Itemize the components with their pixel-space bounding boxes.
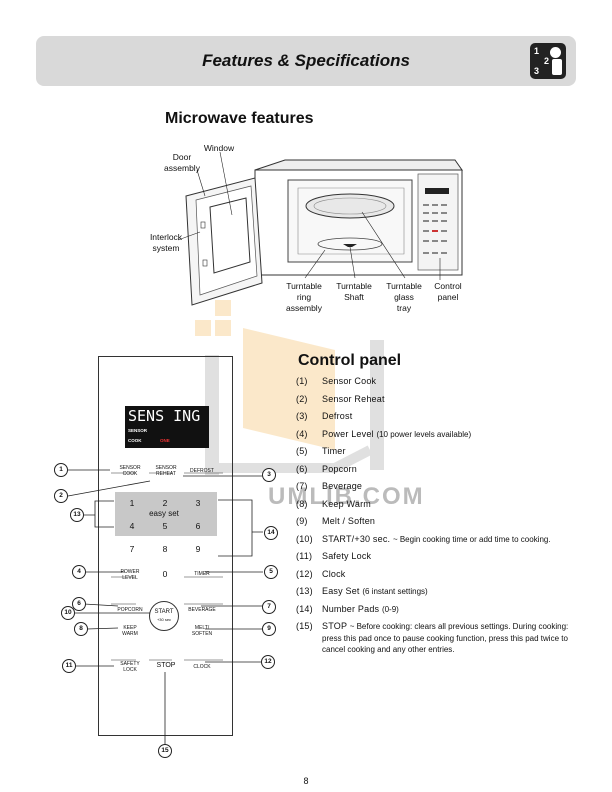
callout-1: 1	[54, 463, 68, 477]
list-item: (13)Easy Set (6 instant settings)	[296, 586, 428, 596]
steps-logo-icon: 1 2 3	[530, 43, 566, 79]
defrost-button[interactable]: DEFROST	[190, 468, 214, 474]
display-text: SENS ING	[128, 407, 201, 425]
keep-warm-button[interactable]: KEEP WARM	[122, 625, 138, 637]
number-pad-4[interactable]: 4	[129, 521, 135, 531]
callout-10: 10	[61, 606, 75, 620]
list-item: (3)Defrost	[296, 411, 353, 421]
melt-soften-button[interactable]: MELT/ SOFTEN	[191, 625, 213, 637]
label-door-assembly: Door assembly	[164, 152, 200, 173]
list-item: (6)Popcorn	[296, 463, 357, 474]
beverage-button[interactable]: BEVERAGE	[188, 607, 216, 613]
list-item: (5)Timer	[296, 446, 346, 456]
page-header: Features & Specifications 1 2 3	[36, 36, 576, 86]
list-item: (1)Sensor Cook	[296, 376, 377, 386]
page-title: Features & Specifications	[202, 51, 410, 70]
number-pad-8[interactable]: 8	[162, 544, 168, 554]
callout-5: 5	[264, 565, 278, 579]
number-pad-9[interactable]: 9	[195, 544, 201, 554]
display-screen: SENS ING SENSOR COOK ONE	[125, 406, 209, 448]
popcorn-button[interactable]: POPCORN	[117, 607, 143, 613]
list-item: (11)Safety Lock	[296, 551, 372, 561]
label-control-panel: Control panel	[434, 281, 462, 302]
clock-button[interactable]: CLOCK	[193, 664, 211, 670]
callout-9: 9	[262, 622, 276, 636]
callout-13: 13	[70, 508, 84, 522]
label-turntable-tray: Turntable glass tray	[386, 281, 422, 313]
page-number: 8	[303, 776, 309, 786]
callout-8: 8	[74, 622, 88, 636]
sensor-cook-button[interactable]: SENSOR COOK	[119, 465, 141, 477]
easy-set-label: easy set	[149, 509, 179, 518]
list-item: (9)Melt / Soften	[296, 516, 376, 526]
list-item: (7)Beverage	[296, 481, 363, 491]
start-button[interactable]: START +30 sec	[149, 601, 179, 631]
callout-3: 3	[262, 468, 276, 482]
control-panel-title: Control panel	[298, 352, 402, 369]
callout-6: 6	[72, 597, 86, 611]
number-pad-5[interactable]: 5	[162, 521, 168, 531]
callout-11: 11	[62, 659, 76, 673]
list-item: (15)STOP ~ Before cooking: clears all pr…	[296, 621, 569, 654]
list-item: (12)Clock	[296, 568, 346, 579]
watermark-text: UMLIB.COM	[268, 483, 425, 510]
list-item: (4)Power Level (10 power levels availabl…	[296, 428, 472, 439]
list-item: (2)Sensor Reheat	[296, 393, 385, 404]
label-turntable-ring: Turntable ring assembly	[286, 281, 322, 313]
number-pad-6[interactable]: 6	[195, 521, 201, 531]
list-item: (8)Keep Warm	[296, 498, 371, 509]
microwave-features-title: Microwave features	[165, 110, 314, 127]
list-item: (14)Number Pads (0-9)	[296, 603, 399, 614]
number-pad-1[interactable]: 1	[129, 498, 135, 508]
easy-set-area	[115, 492, 217, 536]
callout-2: 2	[54, 489, 68, 503]
control-panel-list: (1)Sensor Cook (2)Sensor Reheat (3)Defro…	[296, 376, 586, 662]
stop-button[interactable]: STOP	[156, 662, 176, 669]
callout-14: 14	[264, 526, 278, 540]
sensor-reheat-button[interactable]: SENSOR REHEAT	[155, 465, 177, 477]
callout-15: 15	[158, 744, 172, 758]
callout-7: 7	[262, 600, 276, 614]
safety-lock-button[interactable]: SAFETY LOCK	[120, 661, 140, 673]
number-pad-2[interactable]: 2	[162, 498, 168, 508]
number-pad-3[interactable]: 3	[195, 498, 201, 508]
label-interlock-system: Interlock system	[149, 232, 183, 253]
label-turntable-shaft: Turntable Shaft	[336, 281, 372, 302]
control-panel-diagram: SENS ING SENSOR COOK ONE SENSOR COOK SEN…	[98, 356, 233, 736]
number-pad-0[interactable]: 0	[162, 569, 168, 579]
list-item: (10)START/+30 sec. ~ Begin cooking time …	[296, 533, 551, 544]
label-window: Window	[203, 143, 235, 153]
callout-12: 12	[261, 655, 275, 669]
callout-4: 4	[72, 565, 86, 579]
power-level-button[interactable]: POWER LEVEL	[120, 569, 140, 581]
number-pad-7[interactable]: 7	[129, 544, 135, 554]
timer-button[interactable]: TIMER	[194, 571, 210, 577]
